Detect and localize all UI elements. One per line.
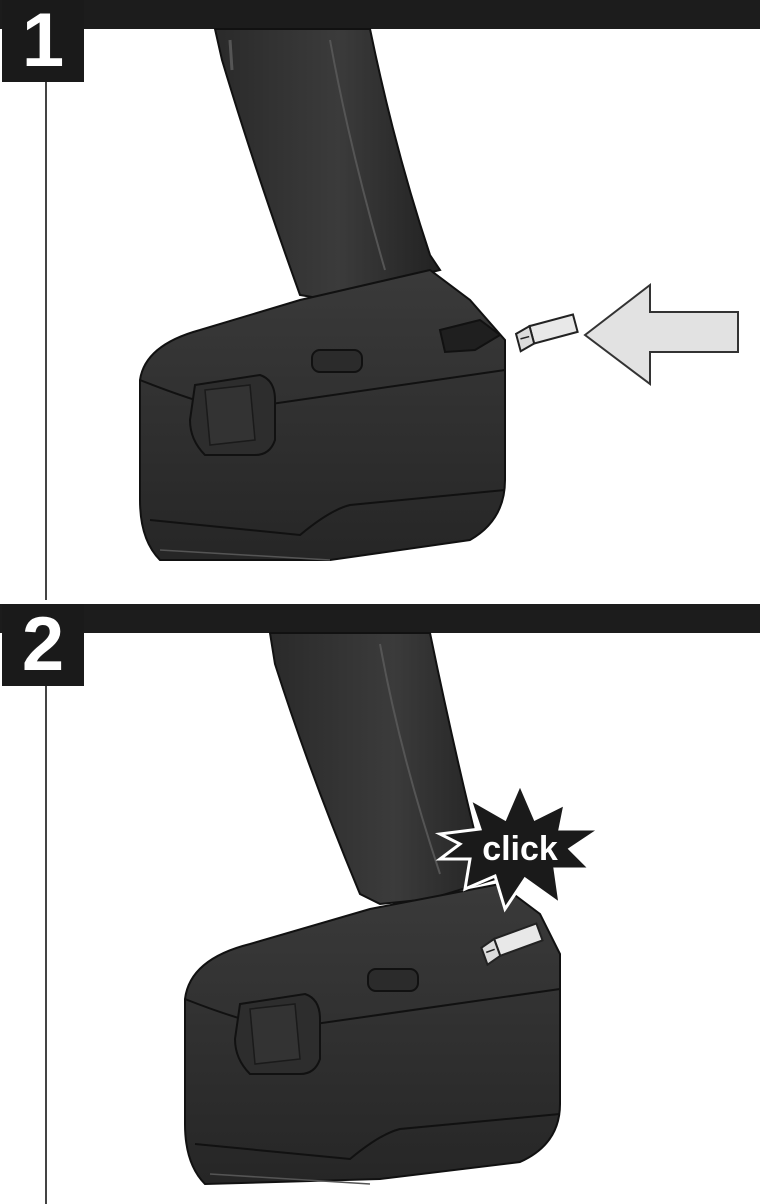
- drill-handle: [215, 29, 440, 300]
- step-2-panel: 2: [0, 604, 760, 1204]
- click-label: click: [482, 830, 558, 868]
- insert-direction-arrow: [585, 285, 738, 384]
- battery-button: [368, 969, 418, 991]
- battery-button: [312, 350, 362, 372]
- step-1-panel: 1: [0, 0, 760, 600]
- drill-battery-illustration: click: [0, 604, 760, 1204]
- drill-handle: [270, 633, 495, 904]
- drill-battery-illustration: [0, 0, 760, 600]
- screwdriver-bit: [515, 314, 579, 351]
